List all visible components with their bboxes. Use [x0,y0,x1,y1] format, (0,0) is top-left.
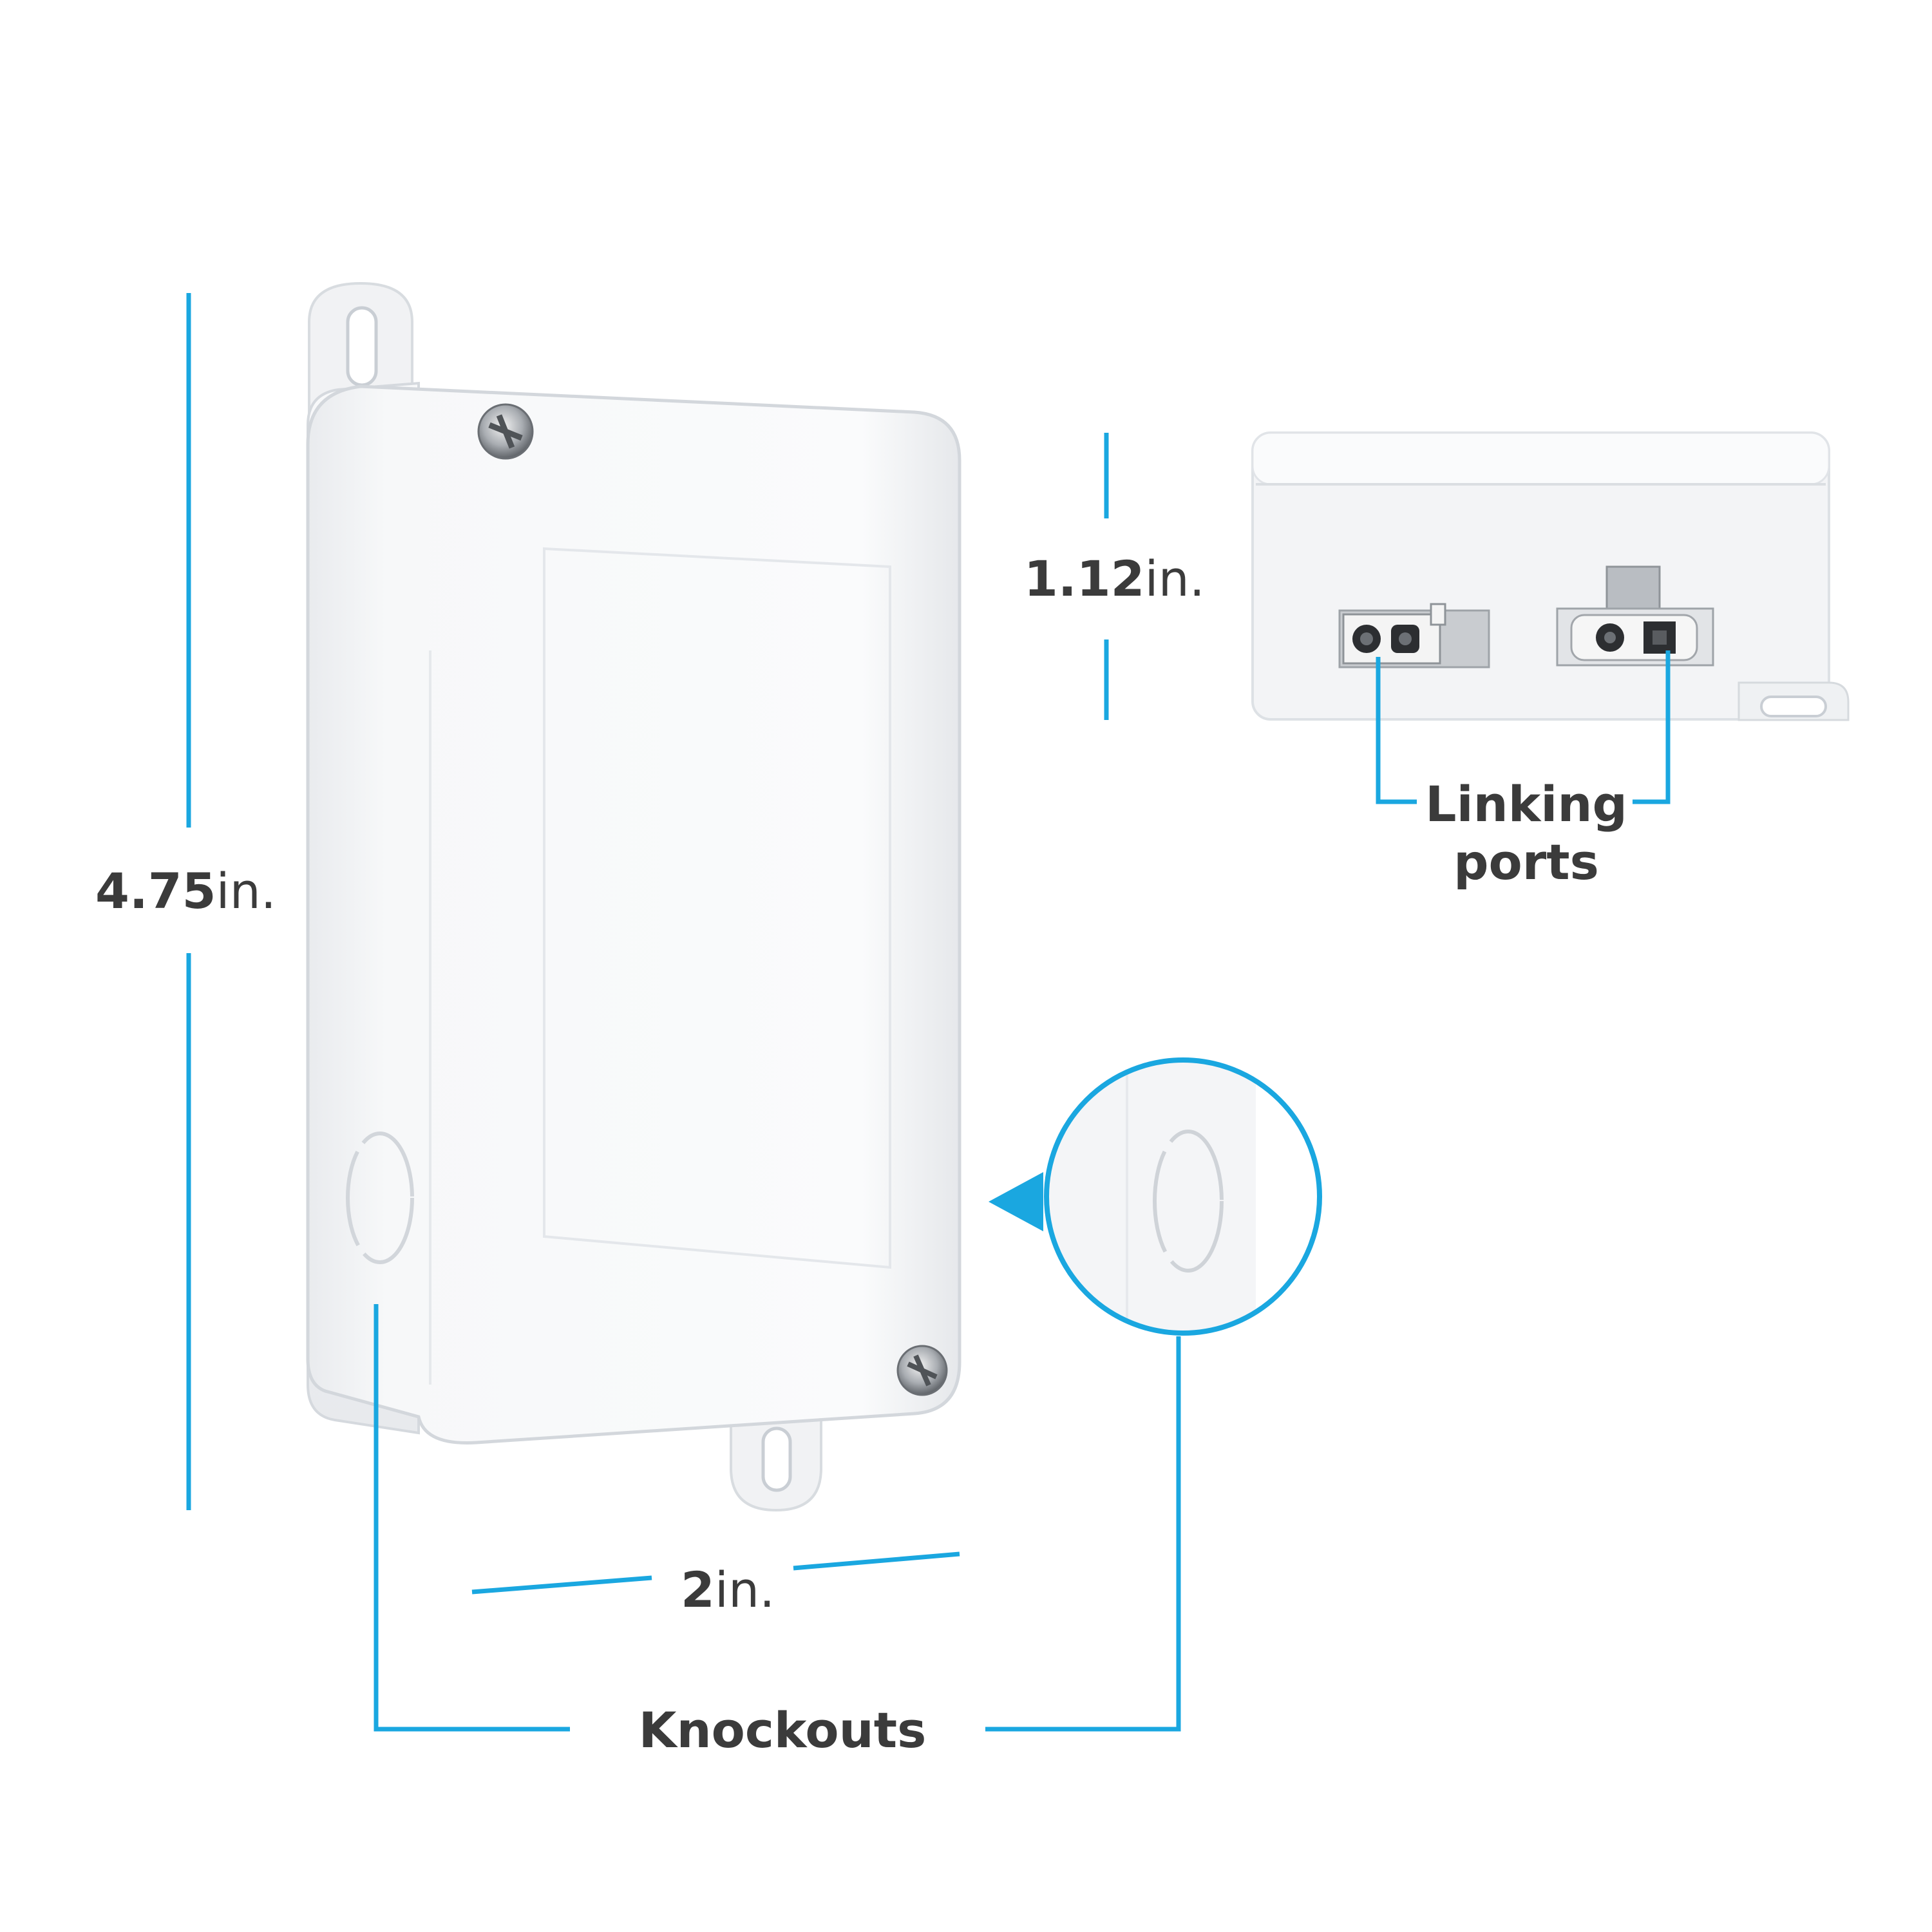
depth-value: 1.12 [1024,550,1145,607]
zoom-pointer [989,1172,1043,1231]
width-value: 2 [681,1561,715,1618]
knockouts-leader-right [985,1336,1181,1732]
linking-ports-callout: Linking ports [1376,650,1671,891]
height-dimension-label: 4.75in. [95,862,276,920]
depth-dimension: 1.12in. [1024,433,1205,720]
width-dimension-label: 2in. [681,1561,775,1618]
mounting-tab-icon [730,1416,822,1512]
knockout-zoom-inset [989,1057,1322,1336]
knockout-icon [346,1132,414,1264]
depth-dimension-label: 1.12in. [1024,550,1205,607]
screw-icon [896,1345,948,1396]
linking-ports-leader-left [1376,657,1417,804]
width-dimension: 2in. [471,1551,960,1618]
linking-ports-label-line2: ports [1454,833,1599,891]
width-dimension-line-right [793,1551,960,1571]
power-supply-housing-front [306,281,961,1512]
linking-ports-label-line1: Linking [1425,775,1627,833]
width-unit: in. [715,1561,775,1618]
height-unit: in. [216,862,276,920]
power-supply-housing-side [1251,431,1850,721]
screw-icon [477,403,534,460]
height-value: 4.75 [95,862,216,920]
knockouts-label: Knockouts [639,1701,927,1759]
knockout-icon [1153,1130,1224,1273]
depth-unit: in. [1145,550,1205,607]
knockouts-leader-left [374,1304,570,1732]
linking-ports-leader-right [1633,650,1671,804]
mounting-tab-icon [308,281,413,413]
magnifier-circle-icon [1044,1057,1322,1336]
mounting-tab-icon [1738,681,1850,721]
knockouts-callout: Knockouts [374,1304,1181,1759]
connector-port-icon [1556,565,1714,667]
connector-port-icon [1338,603,1490,668]
width-dimension-line-left [471,1575,652,1595]
height-dimension: 4.75in. [95,293,276,1510]
